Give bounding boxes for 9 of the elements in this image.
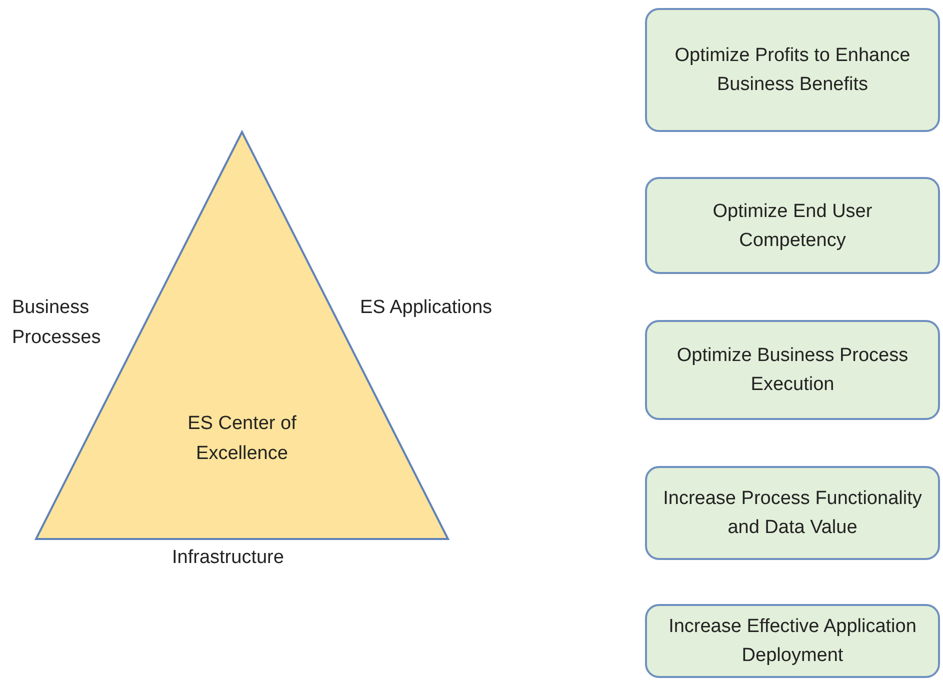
goal-box: Optimize Profits to Enhance Business Benefits	[645, 8, 940, 132]
side-label: Business Processes	[12, 296, 102, 350]
goal-box: Increase Process Functionality and Data Value	[645, 466, 940, 560]
side-label: Infrastructure	[172, 546, 285, 570]
triangle-label: ES Center of Excellence	[186, 412, 298, 466]
side-label: ES Applications	[360, 296, 494, 320]
goal-box: Optimize Business Process Execution	[645, 320, 940, 420]
goal-box: Optimize End User Competency	[645, 177, 940, 274]
goal-box: Increase Effective Application Deployment	[645, 604, 940, 678]
